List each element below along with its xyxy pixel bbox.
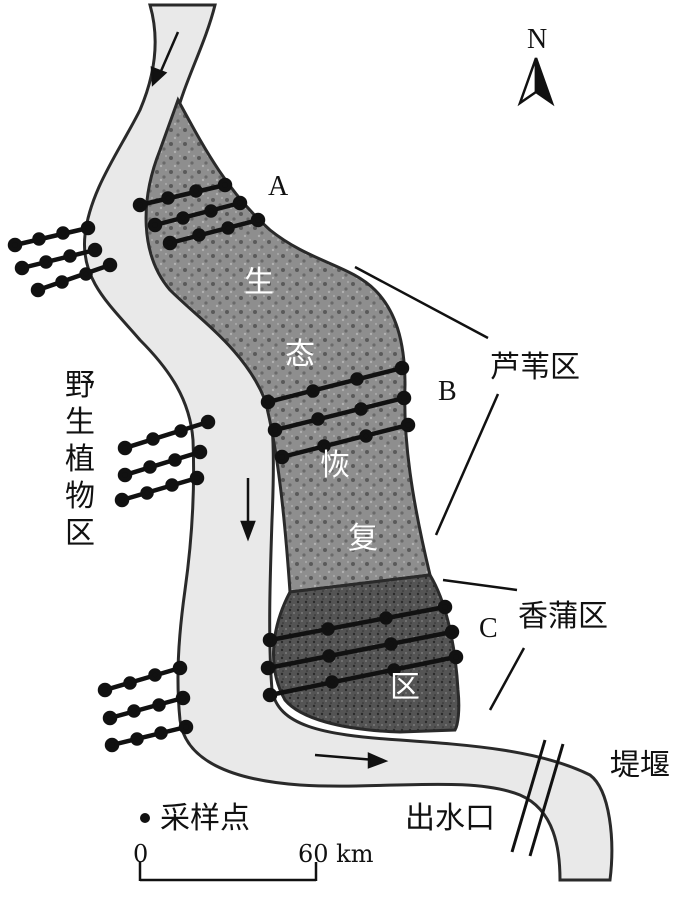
- legend-sample-label: 采样点: [160, 801, 250, 836]
- legend-sample-dot: [140, 813, 150, 823]
- transects-b: [260, 360, 416, 465]
- wildlife-char-4: 物: [65, 479, 95, 514]
- restoration-char-1: 生: [244, 265, 274, 300]
- scale-bar: [138, 862, 318, 882]
- wildlife-char-3: 植: [65, 442, 95, 477]
- dam-label: 堤堰: [610, 748, 670, 783]
- wildlife-char-2: 生: [65, 405, 95, 440]
- transects-c: [260, 599, 464, 703]
- north-arrow-icon: [517, 57, 555, 107]
- flow-arrow-top: [150, 31, 180, 87]
- reed-area: [144, 96, 432, 594]
- restoration-char-5: 区: [390, 670, 420, 705]
- restoration-char-3: 恢: [320, 448, 350, 483]
- label-b: B: [438, 376, 457, 407]
- wildlife-char-1: 野: [65, 368, 95, 403]
- wildlife-char-5: 区: [65, 516, 95, 551]
- north-label: N: [527, 24, 547, 55]
- reed-area-label: 芦苇区: [490, 350, 580, 385]
- label-c: C: [479, 613, 498, 644]
- cattail-area: [272, 573, 461, 734]
- restoration-char-2: 态: [285, 337, 315, 372]
- transects-a: [132, 177, 266, 251]
- leader-lines: [354, 265, 526, 711]
- transects-wild-middle: [114, 414, 216, 508]
- scale-end: 60 km: [298, 840, 374, 868]
- label-a: A: [268, 171, 289, 202]
- flow-arrow-bottom: [314, 752, 389, 769]
- scale-start: 0: [133, 840, 148, 868]
- restoration-char-4: 复: [348, 521, 378, 556]
- flow-arrow-middle: [240, 478, 256, 542]
- dam-symbol: [510, 739, 565, 857]
- transects-wild-top: [7, 220, 118, 298]
- transects-wild-bottom: [97, 660, 194, 753]
- cattail-area-label: 香蒲区: [518, 599, 608, 634]
- outlet-label: 出水口: [405, 801, 495, 836]
